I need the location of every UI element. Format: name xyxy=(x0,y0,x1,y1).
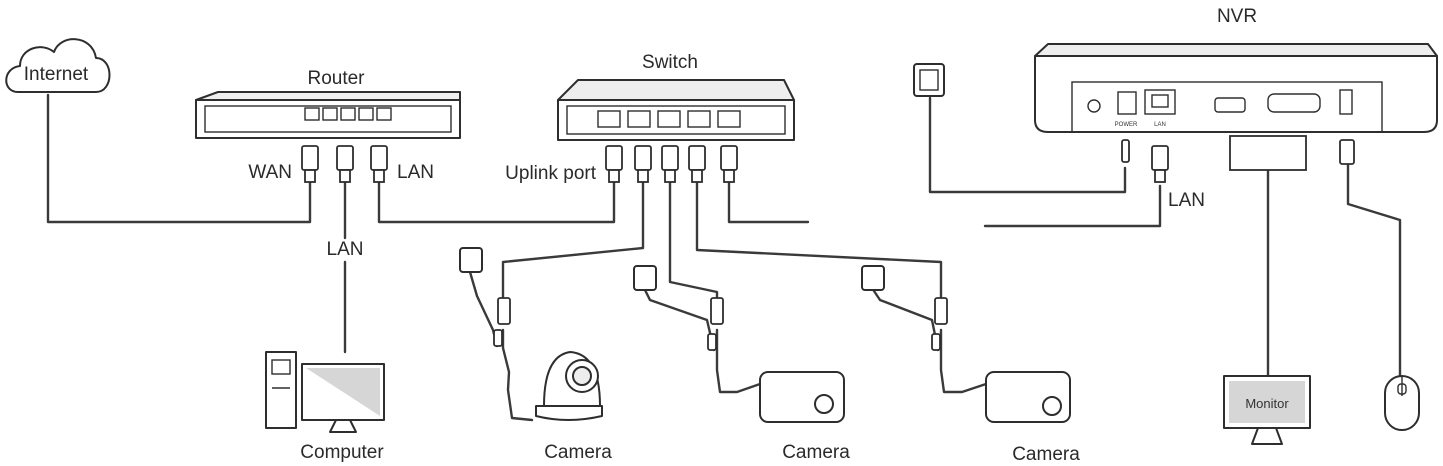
camera1-lan-plug xyxy=(497,297,511,325)
cable-camera3-lines xyxy=(870,286,988,394)
cables xyxy=(46,93,1402,422)
internet-label: Internet xyxy=(24,64,89,85)
cable-camera2-lines xyxy=(642,286,762,394)
camera3-lan-plug xyxy=(934,297,948,325)
plug-port-4 xyxy=(688,145,706,183)
mouse xyxy=(1384,375,1420,431)
nvr-lan-label: LAN xyxy=(1168,190,1205,211)
camera2-label: Camera xyxy=(782,442,850,463)
computer-label: Computer xyxy=(300,442,384,463)
camera1-power-plug xyxy=(493,329,503,347)
nvr-lan-port-label: LAN xyxy=(1154,122,1166,128)
monitor-label: Monitor xyxy=(1245,396,1289,411)
camera3-power-plug xyxy=(931,333,941,351)
camera-2: Camera xyxy=(633,265,850,463)
plug-wan xyxy=(301,145,319,183)
cable-switch-nvr-b xyxy=(983,184,1162,228)
plug-uplink xyxy=(605,145,623,183)
nvr-label: NVR xyxy=(1217,6,1257,27)
switch-label: Switch xyxy=(642,52,698,73)
camera1-label: Camera xyxy=(544,442,612,463)
power-adapter-nvr xyxy=(913,63,945,97)
monitor: Monitor xyxy=(1223,375,1311,445)
plug-lan-switch xyxy=(370,145,388,183)
switch-plugs: Uplink port xyxy=(505,145,738,184)
plug-lan-computer xyxy=(336,145,354,183)
router: Router xyxy=(195,68,461,139)
router-label: Router xyxy=(307,68,365,89)
internet-cloud: Internet xyxy=(5,38,111,93)
power-adapter-camera3 xyxy=(861,265,885,291)
camera-1: Camera xyxy=(459,247,612,463)
uplink-port-label: Uplink port xyxy=(505,163,597,184)
cable-router-switch xyxy=(377,180,616,224)
plug-nvr-power xyxy=(1121,139,1130,163)
camera2-lan-plug xyxy=(710,297,724,325)
camera-3: Camera xyxy=(861,265,1080,465)
nvr-plugs: LAN xyxy=(1121,135,1355,211)
cable-switch-nvr-a xyxy=(727,180,810,224)
cable-switch-camera2 xyxy=(668,180,719,302)
nvr: POWER LAN NVR xyxy=(1034,6,1438,133)
plug-port-5 xyxy=(720,145,738,183)
plug-nvr-usb xyxy=(1339,139,1355,165)
plug-port-2 xyxy=(634,145,652,183)
computer-lan-label: LAN xyxy=(327,239,364,260)
cable-nvr-mouse xyxy=(1346,163,1402,380)
router-lan-label: LAN xyxy=(397,162,434,183)
camera2-power-plug xyxy=(707,333,717,351)
router-plugs: WAN LAN LAN xyxy=(248,145,434,260)
cable-switch-camera1 xyxy=(501,180,645,302)
switch: Switch xyxy=(557,52,795,141)
cable-switch-camera3 xyxy=(695,180,943,302)
plug-port-3 xyxy=(661,145,679,183)
wan-label: WAN xyxy=(248,162,292,183)
computer: Computer xyxy=(265,351,385,463)
camera3-label: Camera xyxy=(1012,444,1080,465)
cable-nvr-power xyxy=(928,96,1127,194)
plug-nvr-hdmi xyxy=(1229,135,1307,171)
cable-internet-wan xyxy=(46,93,312,224)
plug-nvr-lan xyxy=(1151,145,1169,183)
power-adapter-camera2 xyxy=(633,265,657,291)
nvr-power-port-label: POWER xyxy=(1115,122,1138,128)
power-adapter-camera1 xyxy=(459,247,483,273)
